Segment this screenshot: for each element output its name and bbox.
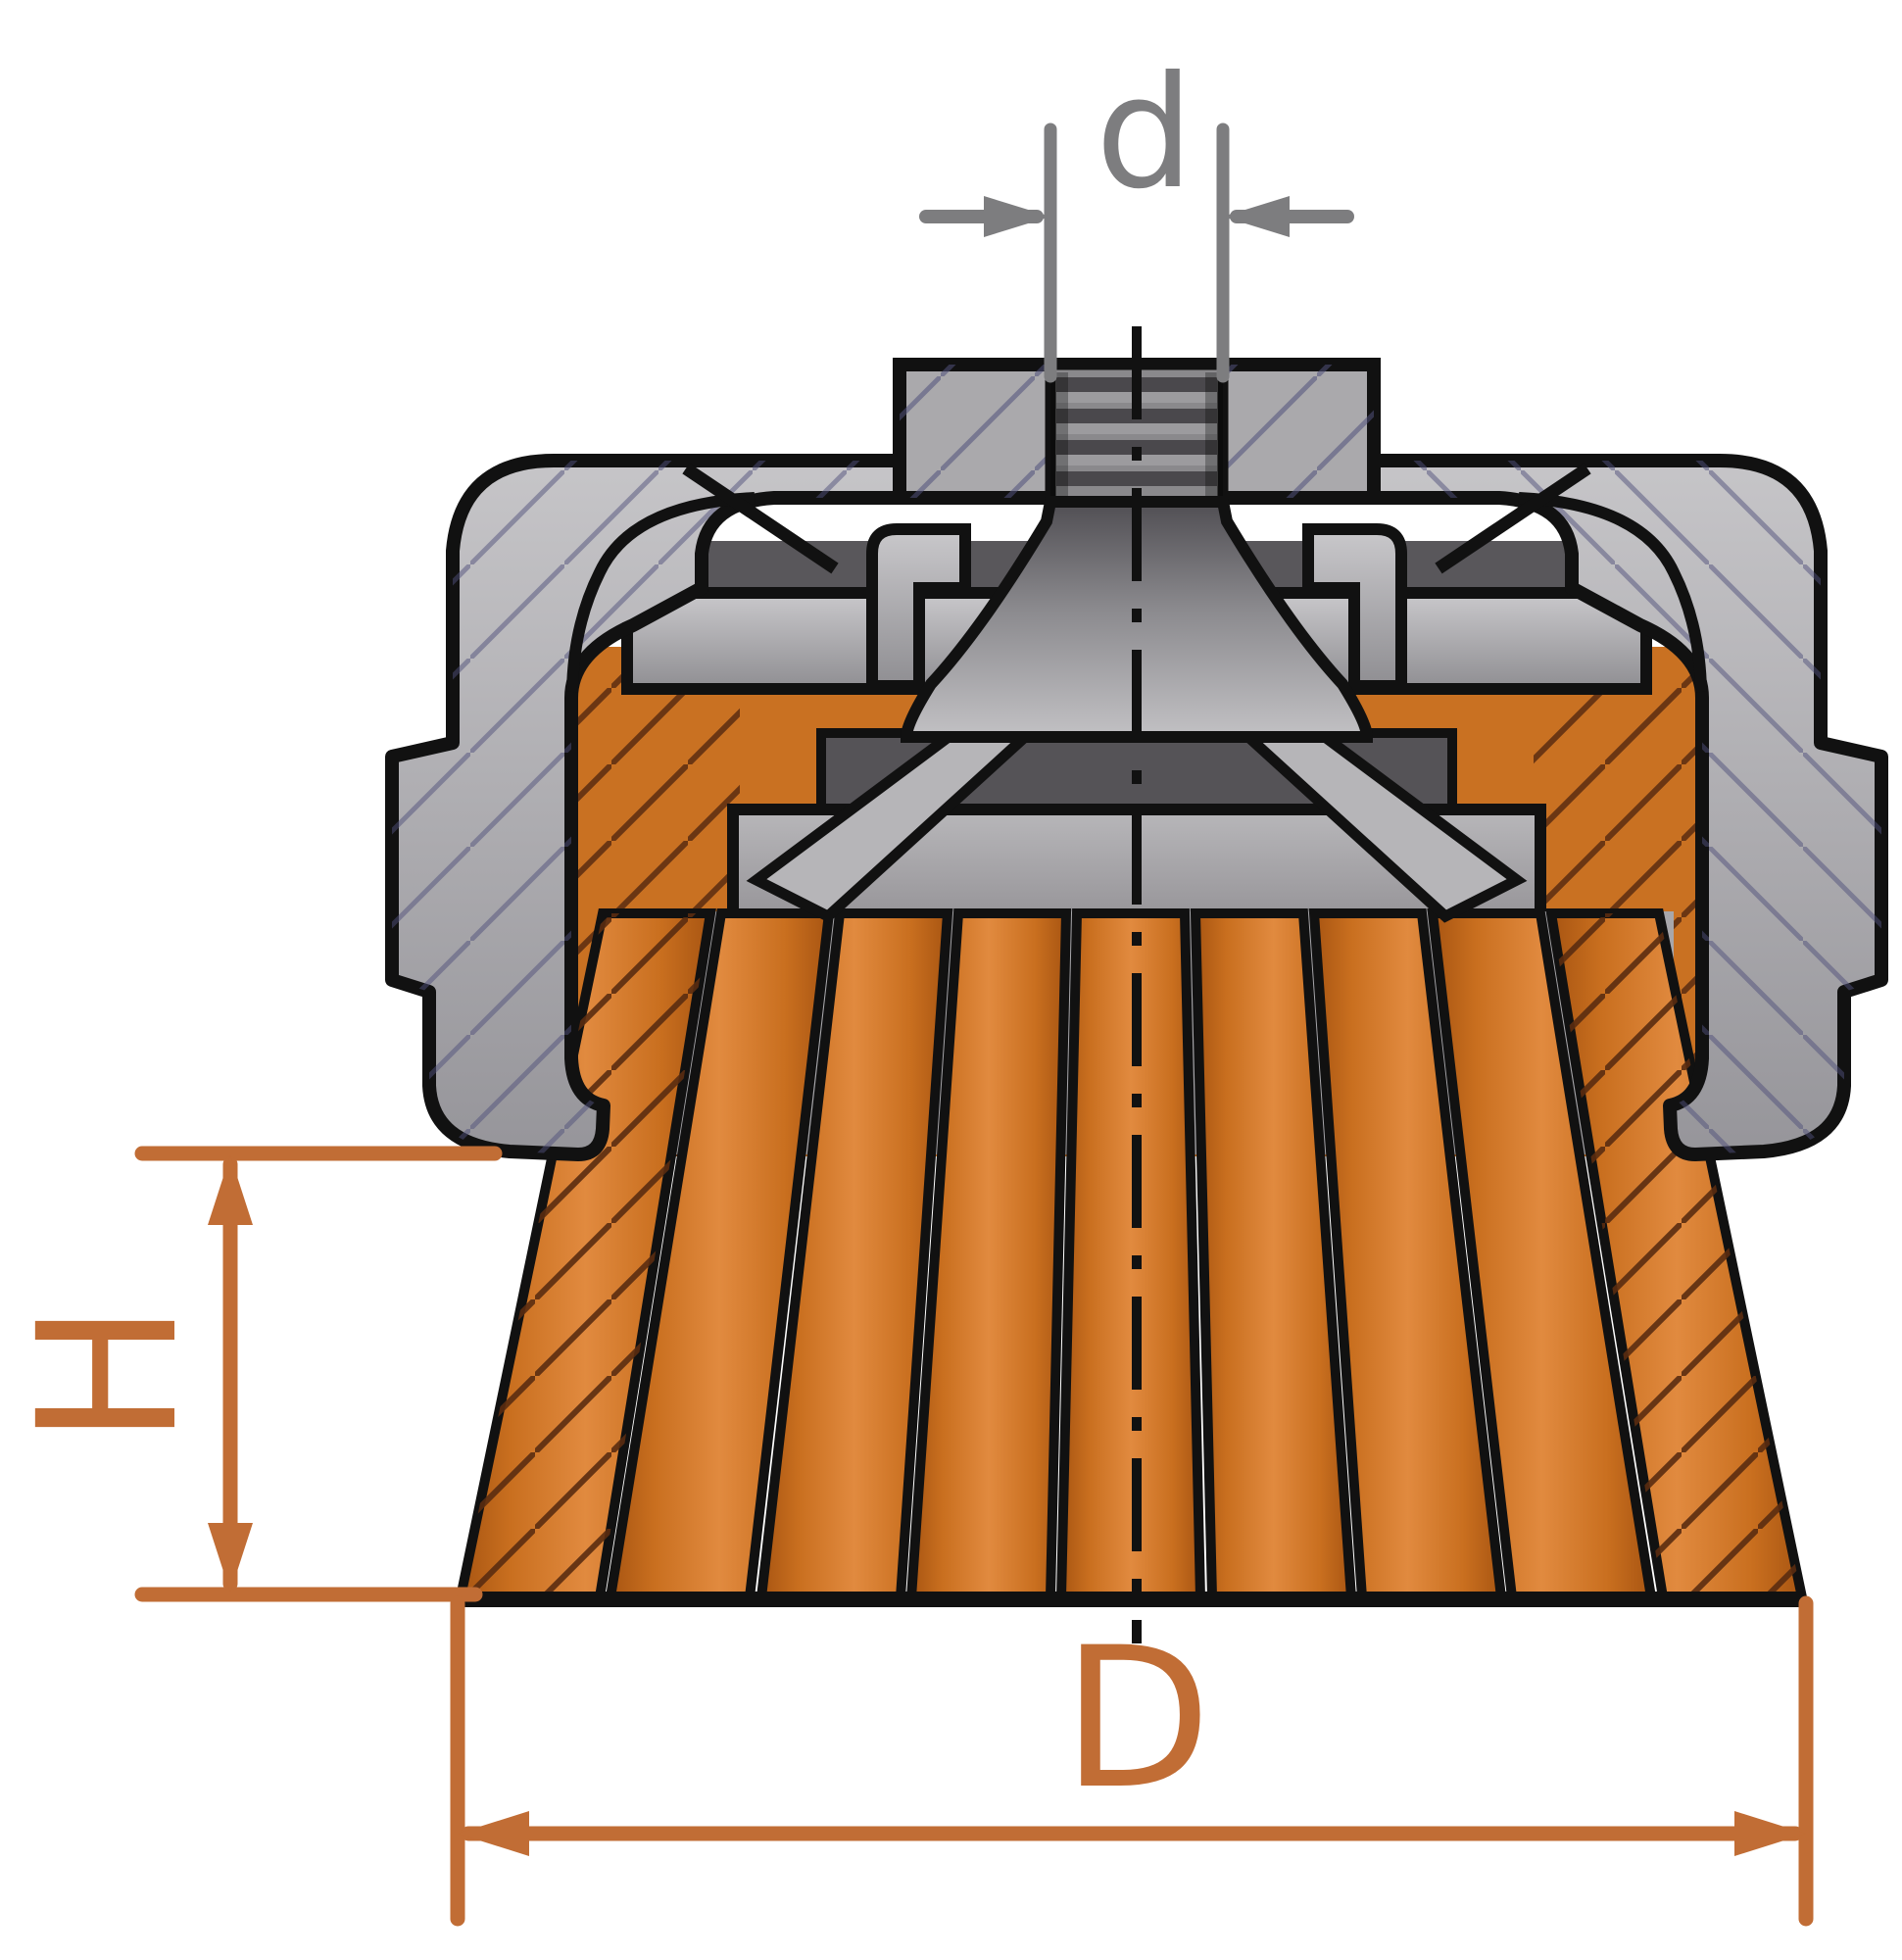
dimension-D: D: [450, 1595, 1814, 1927]
d-arrowhead-left: [984, 196, 1050, 237]
tuft: [1055, 908, 1206, 1602]
d-arrowhead-right: [1223, 196, 1290, 237]
H-arrowhead-bottom: [208, 1523, 253, 1592]
plate-hook: [866, 523, 971, 692]
dimension-H-label: H: [0, 1302, 219, 1446]
dimension-D-label: D: [1062, 1605, 1211, 1832]
bristle-tip-line: [458, 1592, 1806, 1607]
D-arrowhead-left: [458, 1811, 529, 1856]
cup-shell-left-half: [392, 461, 1137, 1154]
cut-tuft-hatch-left: [461, 913, 710, 1597]
cap-crease: [682, 463, 839, 574]
cut-tuft-hatch-right: [1551, 913, 1802, 1597]
D-arrowhead-right: [1734, 1811, 1806, 1856]
H-arrowhead-top: [208, 1155, 253, 1225]
dimension-d-label: d: [1096, 43, 1194, 223]
dimension-d: d: [919, 43, 1354, 383]
dimension-H: H: [0, 1146, 503, 1602]
cap-inner-contour: [566, 492, 756, 693]
